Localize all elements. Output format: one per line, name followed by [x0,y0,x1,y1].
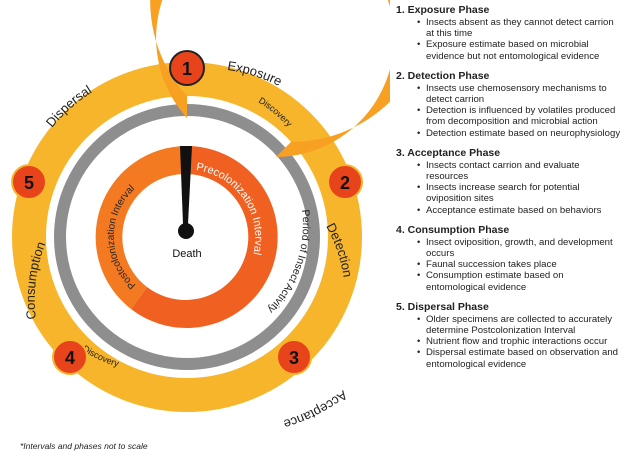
marker-1-label: 1 [182,59,192,79]
phase-section: 3. Acceptance PhaseInsects contact carri… [396,147,624,216]
phase-diagram: Death Exposure Detection Acceptance Cons… [11,0,390,433]
marker-4: 4 [52,339,88,375]
phase-section: 1. Exposure PhaseInsects absent as they … [396,4,624,62]
phase-bullet: Faunal succession takes place [417,259,624,270]
marker-3-label: 3 [289,348,299,368]
marker-5-label: 5 [24,173,34,193]
footnote: *Intervals and phases not to scale [20,441,148,451]
phase-bullet: Insects absent as they cannot detect car… [417,17,624,39]
phase-descriptions: 1. Exposure PhaseInsects absent as they … [396,4,624,378]
phase-section: 2. Detection PhaseInsects use chemosenso… [396,70,624,139]
phase-bullet-list: Older specimens are collected to accurat… [396,314,624,370]
phase-title: 5. Dispersal Phase [396,300,489,313]
phase-bullet: Acceptance estimate based on behaviors [417,205,624,216]
acceptance-label: Acceptance [282,388,350,433]
interval-band [131,146,278,328]
marker-4-label: 4 [65,348,75,368]
phase-bullet: Insect oviposition, growth, and developm… [417,237,624,259]
phase-bullet: Detection estimate based on neurophysiol… [417,128,624,139]
marker-5: 5 [11,164,47,200]
death-label: Death [172,248,201,260]
clock-pivot [178,223,194,239]
phase-bullet: Exposure estimate based on microbial evi… [417,39,624,61]
phase-bullet-list: Insects contact carrion and evaluate res… [396,160,624,216]
phase-bullet: Consumption estimate based on entomologi… [417,270,624,292]
phase-bullet: Detection is influenced by volatiles pro… [417,105,624,127]
phase-bullet-list: Insects absent as they cannot detect car… [396,17,624,62]
marker-1: 1 [169,50,205,86]
phase-bullet-list: Insects use chemosensory mechanisms to d… [396,83,624,139]
phase-bullet: Insects use chemosensory mechanisms to d… [417,83,624,105]
phase-section: 4. Consumption PhaseInsect oviposition, … [396,224,624,293]
phase-bullet-list: Insect oviposition, growth, and developm… [396,237,624,293]
postcolonization-band [95,145,187,309]
phase-bullet: Nutrient flow and trophic interactions o… [417,336,624,347]
phase-bullet: Older specimens are collected to accurat… [417,314,624,336]
clock-hand [180,146,192,224]
phase-bullet: Dispersal estimate based on observation … [417,347,624,369]
phase-title: 2. Detection Phase [396,69,490,82]
phase-title: 4. Consumption Phase [396,223,510,236]
phase-bullet: Insects increase search for potential ov… [417,182,624,204]
marker-2-label: 2 [340,173,350,193]
phase-section: 5. Dispersal PhaseOlder specimens are co… [396,301,624,370]
phase-title: 3. Acceptance Phase [396,146,501,159]
phase-title: 1. Exposure Phase [396,4,490,16]
phase-bullet: Insects contact carrion and evaluate res… [417,160,624,182]
marker-2: 2 [327,164,363,200]
marker-3: 3 [276,339,312,375]
